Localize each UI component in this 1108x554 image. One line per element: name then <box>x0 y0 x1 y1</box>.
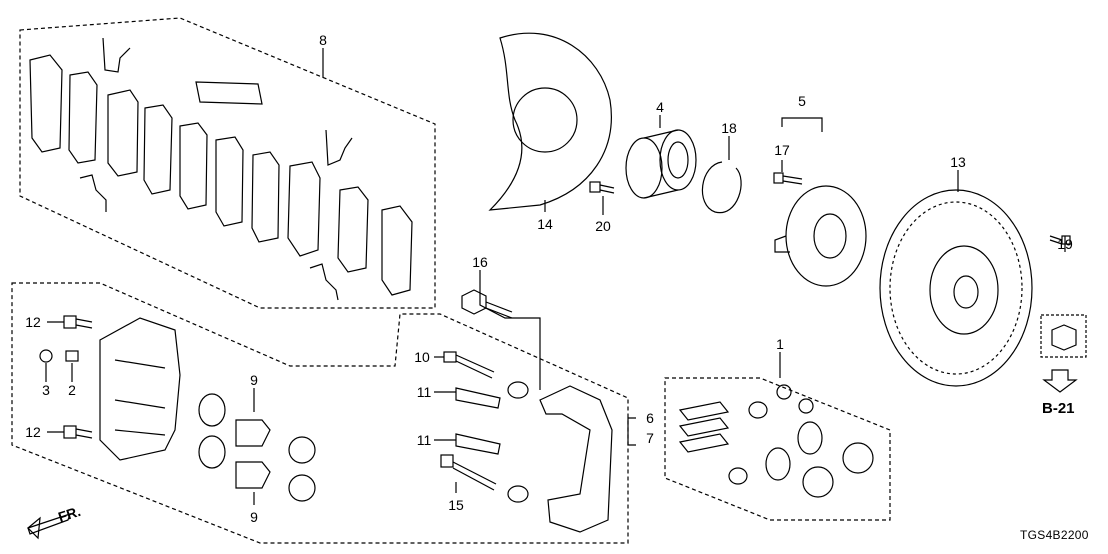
disc-illustration <box>879 189 1033 387</box>
caliper-illustration <box>99 317 181 461</box>
nut-box-illustration <box>1040 314 1087 358</box>
callout-6: 6 <box>646 410 654 426</box>
callout-12-top: 12 <box>25 314 41 330</box>
callout-20: 20 <box>595 218 611 234</box>
pad-set-illustration <box>29 37 413 301</box>
bolt-20-illustration <box>589 181 615 194</box>
callout-11-top: 11 <box>416 384 432 400</box>
callout-4: 4 <box>656 99 664 115</box>
callout-5: 5 <box>798 93 806 109</box>
caliper-bolts-illustration <box>63 315 93 439</box>
callout-10: 10 <box>414 349 430 365</box>
shims-illustration <box>455 387 501 455</box>
direction-arrow-illustration <box>27 513 71 540</box>
group-box-caliper <box>11 282 629 544</box>
pins-illustration <box>440 351 497 491</box>
boots-illustration <box>507 381 529 503</box>
cap-and-bleeder-illustration <box>39 349 79 363</box>
drawing-code: TGS4B2200 <box>1020 528 1089 542</box>
callout-2: 2 <box>68 382 76 398</box>
callout-8: 8 <box>319 32 327 48</box>
bracket-illustration <box>539 385 613 533</box>
callout-19: 19 <box>1057 236 1073 252</box>
callout-7: 7 <box>646 430 654 446</box>
group-box-kit <box>664 377 891 521</box>
leader-lines <box>45 48 1066 505</box>
group-box-pads <box>19 17 436 309</box>
seal-kit-illustration <box>678 384 874 498</box>
ref-badge: B-21 <box>1042 400 1075 417</box>
callout-9-top: 9 <box>250 372 258 388</box>
bolt-19-illustration <box>1049 235 1071 245</box>
callout-1: 1 <box>776 336 784 352</box>
snap-ring-illustration <box>701 161 742 214</box>
callout-18: 18 <box>721 120 737 136</box>
callout-16: 16 <box>472 254 488 270</box>
callout-3: 3 <box>42 382 50 398</box>
pistons-illustration <box>198 393 316 502</box>
bearing-illustration <box>625 129 697 199</box>
callout-9-bottom: 9 <box>250 509 258 525</box>
bolt-16-illustration <box>461 289 513 319</box>
ref-arrow-illustration <box>1042 369 1078 393</box>
callout-17: 17 <box>774 142 790 158</box>
hub-illustration <box>774 185 867 287</box>
callout-11-bottom: 11 <box>416 432 432 448</box>
callout-14: 14 <box>537 216 553 232</box>
callout-15: 15 <box>448 497 464 513</box>
callout-13: 13 <box>950 154 966 170</box>
splash-shield-illustration <box>488 32 612 211</box>
stud-17-illustration <box>773 172 803 185</box>
callout-12-bottom: 12 <box>25 424 41 440</box>
